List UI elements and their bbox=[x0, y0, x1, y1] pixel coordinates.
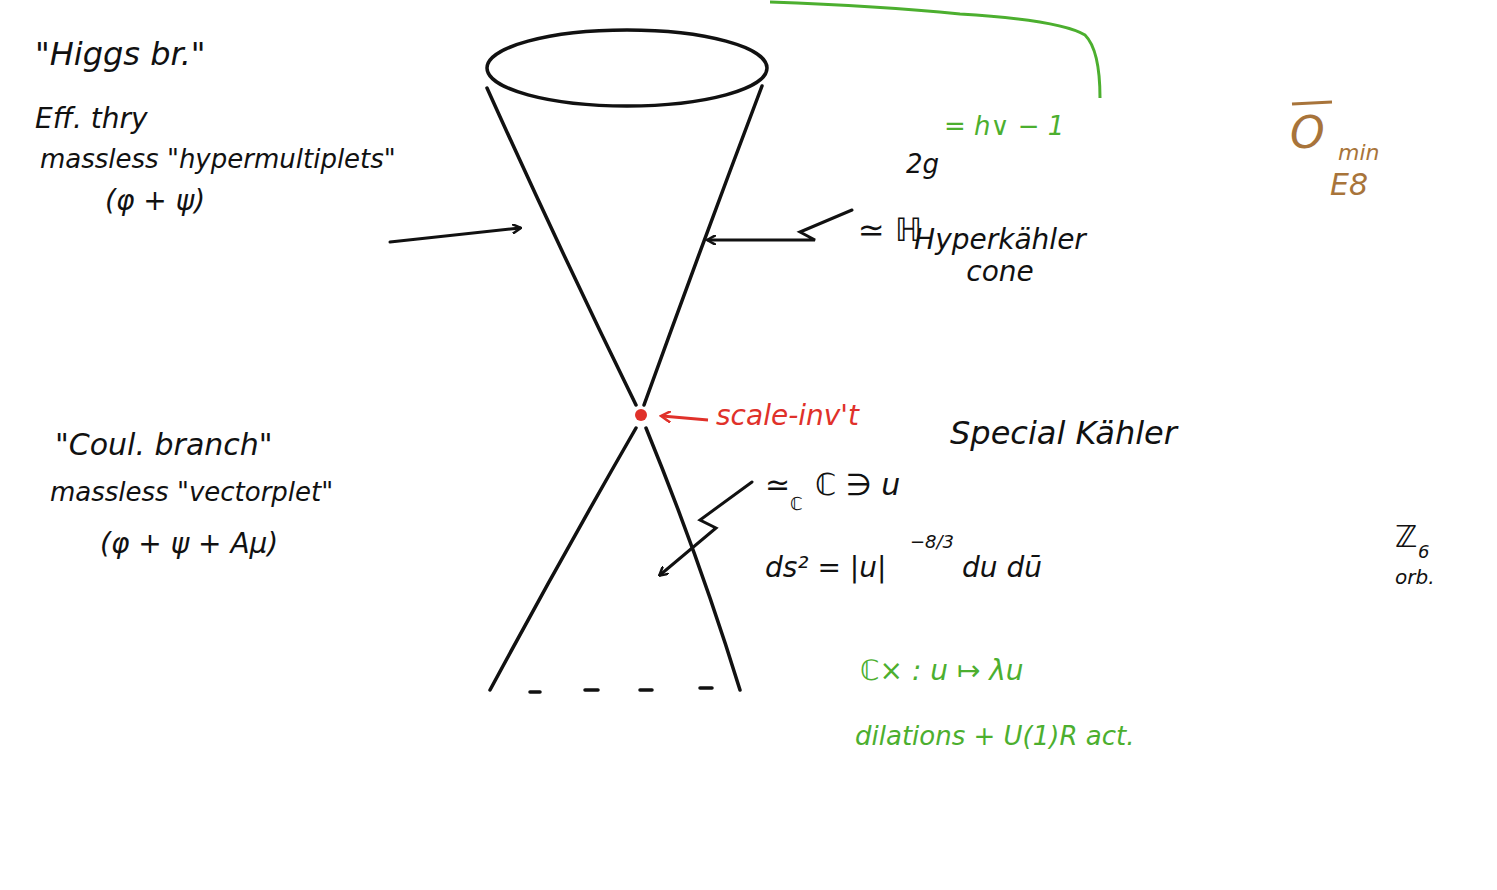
annotation-label: min bbox=[1338, 140, 1380, 165]
cone-rim bbox=[487, 30, 767, 106]
annotation-label: ≃ ℍ bbox=[858, 212, 922, 249]
upper-cone-right bbox=[644, 86, 762, 405]
annotation-label: massless "hypermultiplets" bbox=[40, 145, 396, 175]
upper-cone-left bbox=[487, 88, 636, 405]
green-leader bbox=[770, 2, 1100, 98]
annotation-label: ℂ× : u ↦ λu bbox=[860, 655, 1024, 687]
coulomb-arrow bbox=[660, 482, 752, 575]
annotation-label: ds² = |u| bbox=[765, 552, 886, 584]
annotation-label: (φ + ψ) bbox=[105, 185, 205, 217]
annotation-label: −8/3 bbox=[910, 532, 954, 553]
annotation-label: massless "vectorplet" bbox=[50, 478, 333, 508]
dotted-base bbox=[530, 688, 712, 692]
annotation-label: ℂ ∋ u bbox=[815, 468, 900, 503]
annotation-label: ≃ bbox=[765, 468, 790, 503]
annotation-label: O bbox=[1290, 108, 1325, 159]
annotation-label: scale-inv't bbox=[716, 400, 859, 432]
annotation-label: "Coul. branch" bbox=[55, 428, 273, 463]
annotation-label: "Higgs br." bbox=[35, 36, 206, 73]
hyperkahler-arrow bbox=[708, 210, 852, 240]
higgs-arrow bbox=[390, 228, 520, 242]
lower-cone-left bbox=[490, 428, 636, 690]
annotation-label: = h∨ − 1 bbox=[944, 112, 1064, 142]
annotation-label: (φ + ψ + Aμ) bbox=[100, 528, 278, 560]
annotation-label: ℂ bbox=[790, 494, 803, 515]
annotation-label: 2g bbox=[906, 150, 939, 180]
annotation-label: Eff. thry bbox=[35, 103, 148, 135]
annotation-label: 6 bbox=[1418, 542, 1429, 563]
annotation-label: orb. bbox=[1395, 566, 1435, 589]
annotation-label: E8 bbox=[1330, 168, 1368, 203]
annotation-label: Special Kähler bbox=[950, 415, 1177, 452]
annotation-label: du dū bbox=[962, 552, 1042, 584]
annotation-label: dilations + U(1)R act. bbox=[855, 722, 1134, 752]
annotation-label: Hyperkähler cone bbox=[880, 224, 1120, 288]
scale-invariant-point bbox=[635, 409, 647, 421]
lower-cone-right bbox=[646, 428, 740, 690]
scale-inv-arrow bbox=[662, 416, 708, 420]
orbit-bar bbox=[1292, 102, 1332, 104]
annotation-label: ℤ bbox=[1395, 520, 1417, 555]
